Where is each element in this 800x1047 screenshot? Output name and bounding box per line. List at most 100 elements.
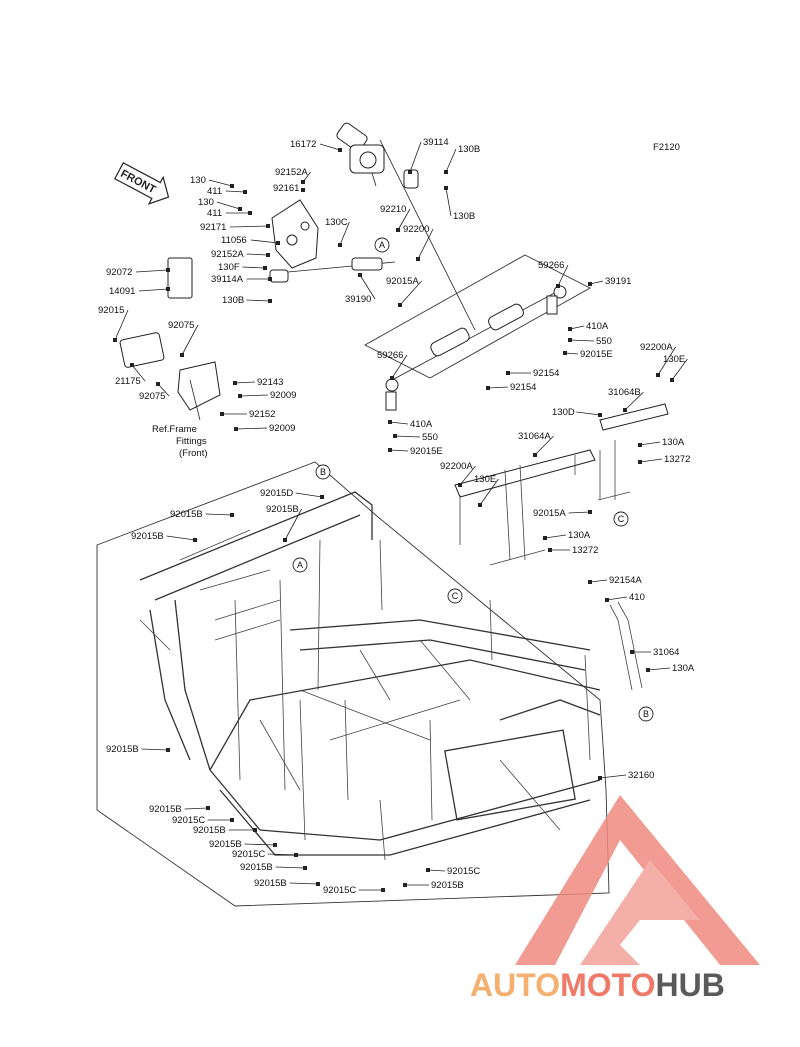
svg-text:B: B	[320, 467, 326, 477]
leader-line	[569, 339, 595, 342]
part-label-31064a: 31064A	[518, 431, 551, 442]
part-label-92009_b: 92009	[269, 423, 295, 434]
leader-line	[399, 280, 422, 306]
fastener-icon	[478, 503, 482, 507]
fastener-icon	[605, 598, 609, 602]
front-brackets	[454, 403, 669, 566]
leader-line	[564, 352, 579, 355]
leader-line	[459, 465, 476, 486]
fastener-icon	[458, 483, 462, 487]
part-label-130a_a: 130A	[662, 437, 685, 448]
fastener-icon	[638, 460, 642, 464]
leader-line	[246, 253, 269, 256]
part-label-92015c_1: 92015C	[172, 815, 205, 826]
leader-line	[639, 458, 663, 463]
fastener-icon	[670, 378, 674, 382]
fastener-icon	[338, 148, 342, 152]
leader-line	[131, 364, 146, 382]
fastener-icon	[623, 408, 627, 412]
fastener-icon	[426, 868, 430, 872]
leader-line	[239, 394, 269, 397]
leader-line	[244, 843, 276, 846]
part-label-92015b_7: 92015B	[209, 839, 242, 850]
ref-note-line3: (Front)	[179, 448, 208, 459]
callout-a-upper: A	[374, 237, 390, 253]
fastener-icon	[486, 386, 490, 390]
fastener-icon	[588, 510, 592, 514]
part-label-92015b_4: 92015B	[106, 744, 139, 755]
callout-b-frame: B	[315, 464, 331, 480]
leader-line	[417, 228, 434, 260]
leader-line	[606, 596, 628, 601]
leader-line	[114, 309, 129, 341]
leader-line	[389, 421, 409, 425]
part-label-39114a: 39114A	[211, 274, 244, 285]
part-label-130b_c: 130B	[222, 295, 244, 306]
leader-line	[216, 201, 241, 210]
fastener-icon	[393, 434, 397, 438]
leader-line	[639, 441, 661, 446]
leader-line	[319, 143, 341, 151]
part-label-130c: 130C	[325, 217, 348, 228]
part-label-39114: 39114	[423, 137, 449, 148]
leader-line	[135, 269, 169, 273]
fastener-icon	[113, 338, 117, 342]
fastener-icon	[166, 268, 170, 272]
fastener-icon	[548, 548, 552, 552]
part-label-130d: 130D	[552, 407, 575, 418]
fastener-icon	[301, 188, 305, 192]
svg-text:C: C	[452, 591, 459, 601]
fastener-icon	[396, 228, 400, 232]
svg-text:C: C	[618, 514, 625, 524]
leader-line	[487, 386, 509, 389]
leader-line	[397, 208, 411, 231]
part-label-11056: 11056	[221, 235, 247, 246]
leader-lines	[113, 141, 688, 892]
leader-line	[445, 148, 457, 173]
part-label-411_a: 411	[207, 186, 222, 197]
part-label-14091: 14091	[109, 286, 135, 297]
fastener-icon	[234, 427, 238, 431]
part-label-92143: 92143	[257, 377, 283, 388]
fastener-icon	[381, 888, 385, 892]
fastener-icon	[276, 241, 280, 245]
part-label-130b_a: 130B	[458, 144, 480, 155]
part-label-92210: 92210	[380, 204, 406, 215]
fastener-icon	[283, 538, 287, 542]
fastener-icon	[230, 184, 234, 188]
part-label-411_b: 411	[207, 208, 222, 219]
part-label-92152: 92152	[249, 409, 275, 420]
fastener-icon	[444, 186, 448, 190]
watermark-text-auto: AUTOMOTOHUB	[470, 967, 725, 1003]
fastener-icon	[563, 351, 567, 355]
fastener-icon	[230, 818, 234, 822]
leader-line	[569, 325, 585, 330]
part-label-92009_a: 92009	[270, 390, 296, 401]
part-label-92072: 92072	[106, 267, 132, 278]
svg-text:A: A	[297, 560, 303, 570]
svg-text:B: B	[643, 709, 649, 719]
fastener-icon	[266, 224, 270, 228]
leader-line	[289, 882, 319, 885]
fastener-icon	[533, 453, 537, 457]
fastener-icon	[598, 776, 602, 780]
fastener-icon	[656, 373, 660, 377]
part-label-92015: 92015	[98, 305, 124, 316]
leader-line	[250, 239, 279, 244]
leader-line	[445, 187, 452, 217]
part-label-32160: 32160	[628, 770, 654, 781]
part-label-92015b_5: 92015B	[149, 804, 182, 815]
fastener-icon	[266, 253, 270, 257]
part-label-92015b_3: 92015B	[131, 531, 164, 542]
fastener-icon	[301, 180, 305, 184]
fastener-icon	[543, 536, 547, 540]
rear-stay	[609, 601, 643, 691]
leader-line	[275, 866, 306, 869]
leader-line	[394, 435, 421, 438]
part-label-92161: 92161	[273, 183, 299, 194]
fastener-icon	[166, 748, 170, 752]
fastener-icon	[338, 243, 342, 247]
callout-c-upper: C	[613, 511, 629, 527]
main-frame	[139, 491, 601, 861]
